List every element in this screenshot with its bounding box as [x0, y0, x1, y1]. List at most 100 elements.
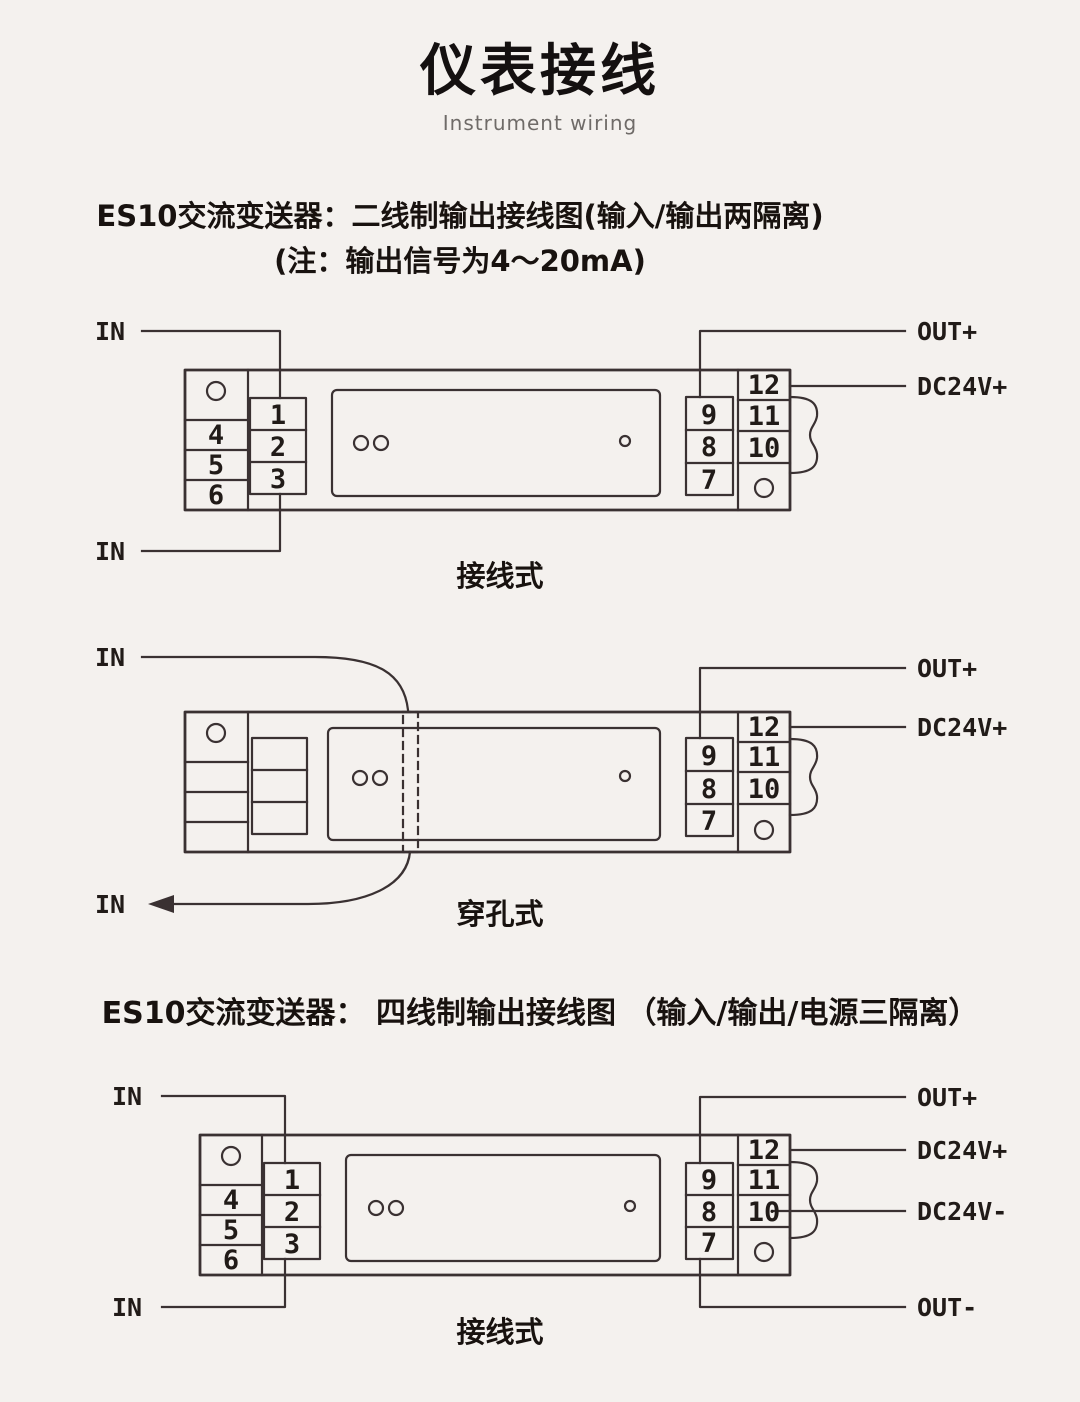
out-minus-wire	[698, 1257, 907, 1309]
mounting-hole	[753, 819, 775, 841]
page-header: 仪表接线 Instrument wiring	[0, 26, 1080, 135]
terminal-8: 8	[701, 774, 717, 805]
out-plus-label: OUT+	[917, 654, 977, 683]
in-top-label: IN	[95, 643, 125, 672]
terminal-2: 2	[270, 432, 286, 463]
terminal-9: 9	[701, 1165, 717, 1196]
in-top-wire	[140, 329, 282, 400]
page-title: 仪表接线	[420, 39, 660, 104]
display-window	[330, 388, 662, 498]
led-indicator	[352, 434, 370, 452]
left-inner-terminal-block	[262, 1161, 322, 1261]
device-outline	[183, 710, 792, 854]
display-window	[344, 1153, 662, 1263]
din-rail-clip	[788, 737, 819, 817]
terminal-1: 1	[284, 1165, 300, 1196]
terminal-10: 10	[748, 1197, 781, 1228]
mounting-hole	[753, 477, 775, 499]
terminal-4: 4	[208, 420, 224, 451]
terminal-9: 9	[701, 741, 717, 772]
in-bottom-label: IN	[112, 1293, 142, 1322]
transmitter-body: 4 5 6 1 2 3 9 8 7 12 11 10	[183, 368, 819, 512]
terminal-7: 7	[701, 806, 717, 837]
in-bottom-arrowhead	[148, 895, 174, 913]
led-indicator	[351, 769, 369, 787]
mounting-hole	[205, 722, 227, 744]
in-top-wire	[140, 655, 410, 712]
din-rail-clip	[788, 395, 819, 475]
page-subtitle: Instrument wiring	[442, 111, 638, 135]
out-plus-wire	[698, 1095, 907, 1165]
right-inner-terminal-block	[684, 736, 735, 838]
adjust-hole	[623, 1199, 637, 1213]
display-window	[326, 726, 662, 842]
terminal-11: 11	[748, 1165, 781, 1196]
terminal-5: 5	[208, 450, 224, 481]
mounting-hole	[753, 1241, 775, 1263]
diagram-two-wire-terminal-type: IN IN OUT+ DC24V+ 4 5 6 1 2 3	[95, 317, 1007, 593]
terminal-5: 5	[223, 1215, 239, 1246]
in-top-label: IN	[95, 317, 125, 346]
left-inner-terminal-block	[248, 396, 308, 496]
terminal-12: 12	[748, 1135, 781, 1166]
mounting-hole	[220, 1145, 242, 1167]
in-bottom-wire	[140, 492, 282, 553]
dc24v-plus-label: DC24V+	[917, 1136, 1007, 1165]
led-indicator	[372, 434, 390, 452]
in-bottom-wire	[170, 850, 412, 906]
diagram3-caption: 接线式	[456, 1315, 543, 1349]
terminal-11: 11	[748, 742, 781, 773]
left-inner-terminal-block	[250, 736, 309, 836]
terminal-8: 8	[701, 1197, 717, 1228]
dc24v-minus-label: DC24V-	[917, 1197, 1007, 1226]
terminal-10: 10	[748, 774, 781, 805]
terminal-1: 1	[270, 400, 286, 431]
out-plus-label: OUT+	[917, 317, 977, 346]
terminal-12: 12	[748, 370, 781, 401]
adjust-hole	[618, 769, 632, 783]
device-outline	[198, 1133, 792, 1277]
in-bottom-label: IN	[95, 890, 125, 919]
in-top-wire	[160, 1094, 287, 1165]
terminal-12: 12	[748, 712, 781, 743]
terminal-6: 6	[208, 480, 224, 511]
section1-heading-line1: ES10交流变送器：二线制输出接线图(输入/输出两隔离)	[96, 199, 824, 233]
terminal-8: 8	[701, 432, 717, 463]
dc24v-plus-label: DC24V+	[917, 372, 1007, 401]
adjust-hole	[618, 434, 632, 448]
terminal-4: 4	[223, 1185, 239, 1216]
terminal-7: 7	[701, 465, 717, 496]
terminal-6: 6	[223, 1245, 239, 1276]
out-plus-wire	[698, 329, 907, 399]
in-top-label: IN	[112, 1082, 142, 1111]
out-plus-wire	[698, 666, 907, 740]
led-indicator	[371, 769, 389, 787]
out-plus-label: OUT+	[917, 1083, 977, 1112]
led-indicator	[387, 1199, 405, 1217]
terminal-10: 10	[748, 433, 781, 464]
diagram-two-wire-through-hole-type: IN OUT+ DC24V+ 9 8 7	[95, 643, 1007, 931]
dc24v-plus-label: DC24V+	[917, 713, 1007, 742]
section2-heading: ES10交流变送器： 四线制输出接线图 （输入/输出/电源三隔离）	[101, 996, 979, 1031]
terminal-3: 3	[270, 464, 286, 495]
device-outline	[183, 368, 792, 512]
terminal-11: 11	[748, 401, 781, 432]
terminal-7: 7	[701, 1228, 717, 1259]
transmitter-body: 4 5 6 1 2 3 9 8 7 12 11 10	[198, 1133, 819, 1277]
terminal-9: 9	[701, 400, 717, 431]
led-indicator	[367, 1199, 385, 1217]
in-bottom-label: IN	[95, 537, 125, 566]
transmitter-body: 9 8 7 12 11 10	[183, 710, 819, 854]
diagram2-caption: 穿孔式	[456, 897, 543, 931]
mounting-hole	[205, 380, 227, 402]
right-inner-terminal-block	[684, 1161, 735, 1261]
section1-heading-line2: (注：输出信号为4～20mA)	[274, 243, 646, 278]
section1-heading: ES10交流变送器：二线制输出接线图(输入/输出两隔离) (注：输出信号为4～2…	[0, 194, 920, 284]
din-rail-clip	[788, 1160, 819, 1240]
diagram1-caption: 接线式	[456, 559, 543, 593]
terminal-2: 2	[284, 1197, 300, 1228]
right-inner-terminal-block	[684, 395, 735, 497]
out-minus-label: OUT-	[917, 1293, 977, 1322]
diagram-four-wire-terminal-type: IN IN OUT+ DC24V+ DC24V- OUT- 4 5 6 1 2	[112, 1082, 1007, 1349]
